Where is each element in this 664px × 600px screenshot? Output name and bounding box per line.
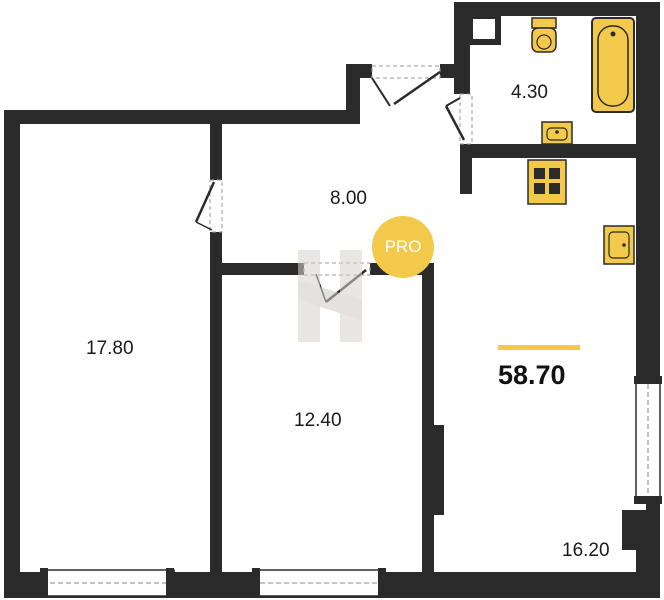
wall-notch-top: [346, 64, 372, 78]
wall-bath-lower: [460, 144, 636, 158]
wall-partition-left-top: [210, 124, 222, 180]
door-entrance: [371, 65, 441, 107]
toilet: [531, 17, 557, 53]
windows: [40, 376, 662, 598]
wall-bedroom-top-left: [210, 263, 304, 275]
door-bathroom: [444, 93, 473, 145]
window-middle: [252, 568, 386, 598]
room-area-bedroom-middle: 12.40: [294, 410, 342, 431]
room-area-hallway: 8.00: [330, 188, 367, 209]
window-right: [634, 376, 662, 504]
wall-notch-vertical: [346, 64, 360, 124]
kitchen-sink: [603, 225, 635, 265]
wall-shaft: [467, 13, 501, 45]
pro-badge: PRO: [372, 216, 434, 278]
window-left: [40, 568, 175, 598]
wall-bedroom-right: [422, 263, 434, 572]
fixtures: [527, 17, 635, 265]
wall-partition-left-bottom: [210, 232, 222, 572]
wall-notch-top-right: [440, 64, 456, 78]
wall-right-upper: [636, 2, 660, 380]
wall-bath-stub: [460, 144, 472, 194]
room-area-bedroom-left: 17.80: [86, 338, 134, 359]
wall-bath-top: [454, 2, 660, 16]
room-area-bathroom: 4.30: [511, 82, 548, 103]
stove: [527, 159, 567, 205]
wall-top-left: [4, 110, 348, 124]
total-area: 58.70: [498, 360, 566, 390]
watermark-logo: [298, 250, 362, 342]
wall-right-bottom: [636, 510, 660, 598]
bathroom-sink: [541, 121, 573, 145]
wall-radiator: [434, 425, 444, 515]
wall-bath-left: [454, 2, 470, 94]
wall-left: [4, 110, 20, 598]
door-bedroom-left: [194, 179, 223, 233]
pro-badge-label: PRO: [384, 237, 422, 256]
room-area-kitchen-living: 16.20: [562, 540, 610, 561]
total-area-bar: [498, 345, 580, 350]
bathtub: [591, 17, 635, 113]
inner-walls: [210, 13, 636, 572]
